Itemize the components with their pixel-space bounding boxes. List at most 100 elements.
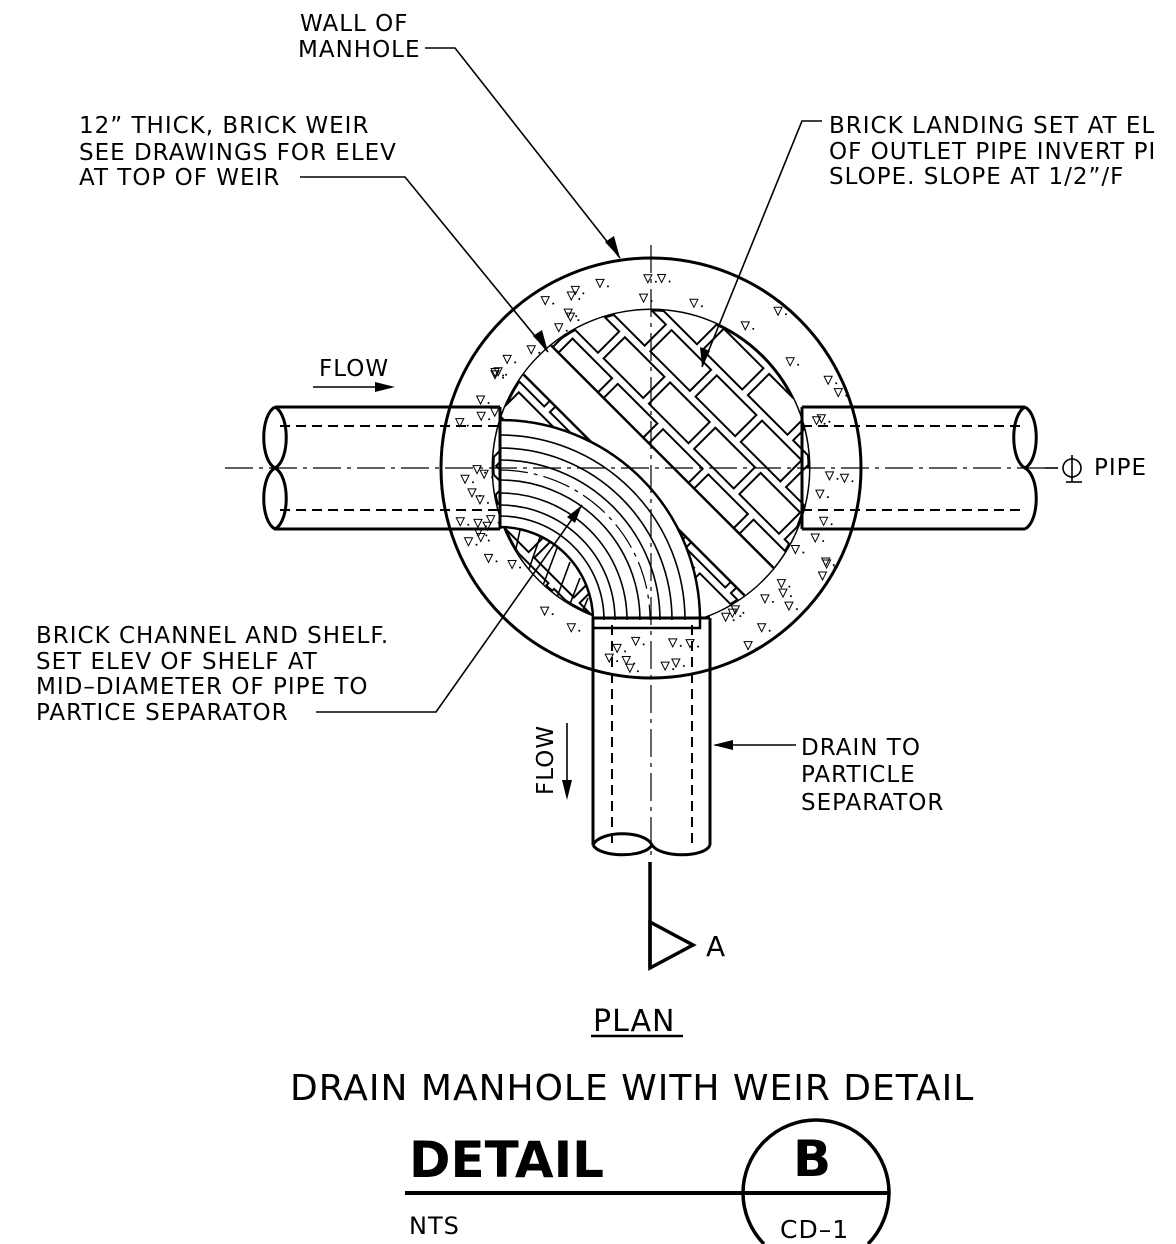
view-name: PLAN xyxy=(593,1004,675,1039)
aggregate-dot xyxy=(551,613,554,616)
aggregate-mark xyxy=(472,465,482,475)
brick xyxy=(774,615,809,626)
aggregate-mark xyxy=(476,411,486,422)
brick xyxy=(352,408,413,469)
aggregate-mark xyxy=(740,321,751,332)
aggregate-mark xyxy=(490,367,500,378)
brick xyxy=(776,563,809,626)
drain-label-3: SEPARATOR xyxy=(801,790,944,816)
aggregate-mark xyxy=(493,367,503,377)
brick xyxy=(670,672,731,733)
brick xyxy=(737,471,802,536)
aggregate-dot xyxy=(495,560,498,563)
aggregate-dot xyxy=(697,645,700,648)
brick xyxy=(838,464,899,525)
aggregate-dot xyxy=(755,647,758,650)
brick xyxy=(623,679,684,740)
aggregate-mark xyxy=(455,517,466,527)
weir-label-1: 12” THICK, BRICK WEIR xyxy=(79,113,369,139)
aggregate-dot xyxy=(624,650,627,653)
aggregate-mark xyxy=(760,594,770,604)
aggregate-dot xyxy=(636,670,639,673)
aggregate-dot xyxy=(788,585,791,588)
aggregate-mark xyxy=(526,345,537,355)
aggregate-mark xyxy=(776,579,787,589)
aggregate-dot xyxy=(642,643,645,646)
aggregate-mark xyxy=(566,623,577,633)
aggregate-mark xyxy=(671,658,681,669)
aggregate-mark xyxy=(483,553,494,564)
aggregate-mark xyxy=(489,407,500,418)
aggregate-dot xyxy=(768,629,771,632)
aggregate-mark xyxy=(727,608,738,619)
aggregate-dot xyxy=(822,539,825,542)
drain-pipe xyxy=(591,616,712,857)
aggregate-mark xyxy=(621,656,632,666)
aggregate-mark xyxy=(463,537,474,547)
aggregate-dot xyxy=(845,394,848,397)
aggregate-dot xyxy=(466,424,469,427)
brick xyxy=(397,453,458,514)
brick xyxy=(739,419,804,483)
aggregate-mark xyxy=(553,323,564,333)
aggregate-mark xyxy=(720,612,731,623)
aggregate-mark xyxy=(778,588,788,599)
aggregate-dot xyxy=(501,376,504,379)
brick xyxy=(722,671,783,732)
brick xyxy=(722,617,787,626)
aggregate-dot xyxy=(487,402,490,405)
aggregate-dot xyxy=(835,382,838,385)
aggregate-dot xyxy=(826,496,829,499)
aggregate-mark xyxy=(454,418,465,428)
aggregate-dot xyxy=(739,615,742,618)
aggregate-mark xyxy=(656,273,667,284)
aggregate-dot xyxy=(828,420,831,423)
aggregate-dot xyxy=(505,373,508,376)
aggregate-dot xyxy=(478,494,481,497)
landing-label-2: OF OUTLET PIPE INVERT PI xyxy=(829,139,1156,165)
detail-letter: B xyxy=(793,1130,831,1188)
weir-label-3: AT TOP OF WEIR xyxy=(79,165,280,191)
aggregate-mark xyxy=(811,416,822,426)
aggregate-dot xyxy=(578,629,581,632)
aggregate-dot xyxy=(833,566,836,569)
aggregate-mark xyxy=(467,488,477,498)
drain-label-2: PARTICLE xyxy=(801,762,916,788)
weir-label-2: SEE DRAWINGS FOR ELEV xyxy=(79,140,397,166)
aggregate-mark xyxy=(810,533,821,544)
brick xyxy=(830,563,891,624)
aggregate-dot xyxy=(832,563,835,566)
aggregate-dot xyxy=(485,534,488,537)
aggregate-dot xyxy=(789,595,792,598)
leader-lines xyxy=(300,47,1058,800)
brick xyxy=(694,373,758,438)
aggregate-mark xyxy=(660,661,670,672)
aggregate-mark xyxy=(566,291,577,302)
aggregate-mark xyxy=(785,357,795,367)
aggregate-dot xyxy=(802,551,805,554)
aggregate-mark xyxy=(817,571,828,582)
aggregate-dot xyxy=(467,523,470,526)
brick xyxy=(746,372,809,437)
aggregate-dot xyxy=(616,660,619,663)
aggregate-dot xyxy=(514,361,517,364)
brick xyxy=(602,335,666,400)
aggregate-dot xyxy=(484,471,487,474)
channel-label-4: PARTICE SEPARATOR xyxy=(36,700,289,726)
aggregate-mark xyxy=(689,298,699,309)
aggregate-dot xyxy=(672,668,675,671)
drawing-title: DRAIN MANHOLE WITH WEIR DETAIL xyxy=(290,1068,974,1109)
aggregate-mark xyxy=(630,636,641,647)
channel-label-3: MID–DIAMETER OF PIPE TO xyxy=(36,674,368,700)
channel-label-1: BRICK CHANNEL AND SHELF. xyxy=(36,623,389,649)
aggregate-dot xyxy=(475,543,478,546)
aggregate-dot xyxy=(552,302,555,305)
aggregate-dot xyxy=(491,476,494,479)
aggregate-mark xyxy=(475,495,485,505)
aggregate-dot xyxy=(823,422,826,425)
brick xyxy=(692,426,757,490)
aggregate-dot xyxy=(797,363,800,366)
section-marker-label: A xyxy=(706,930,726,963)
aggregate-dot xyxy=(486,501,489,504)
